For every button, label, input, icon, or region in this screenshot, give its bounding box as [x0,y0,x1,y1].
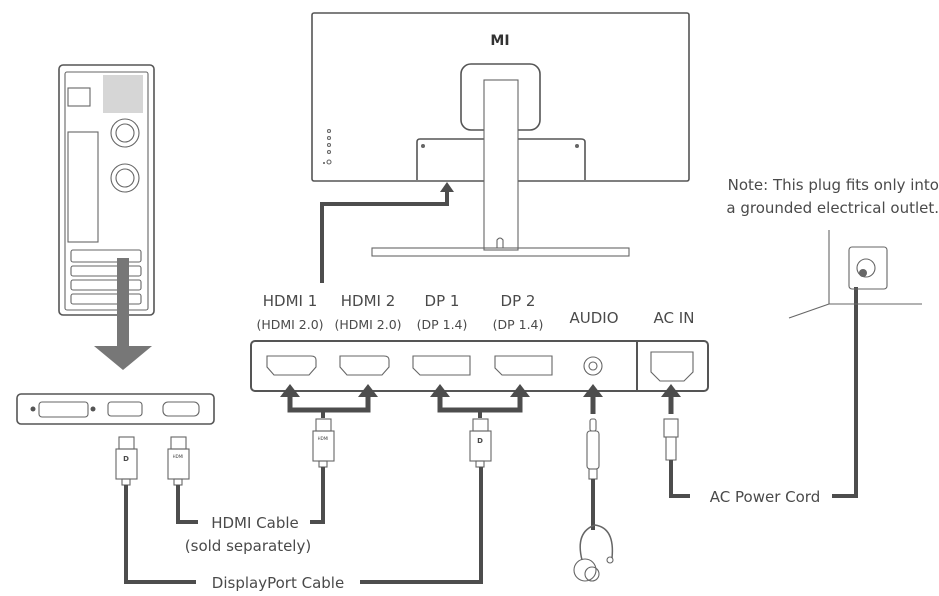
port-labels: HDMI 1 (HDMI 2.0) HDMI 2 (HDMI 2.0) DP 1… [256,292,694,332]
headphones-icon [573,524,614,582]
monitor-port-panel [250,340,709,392]
monitor-buttons [323,128,332,165]
hdmi2-port-icon [339,355,390,376]
svg-text:AC IN: AC IN [654,309,695,327]
ac-plug [663,418,679,461]
monitor-logo: MI [490,33,509,49]
ac-cable [669,460,690,498]
dp-plug-left: D [115,436,138,486]
ac-inlet-icon [650,351,694,382]
audio-plug [586,418,600,480]
hdmi-plug-left: HDMI [167,436,190,486]
pc-tower-rear [58,64,155,370]
svg-text:D: D [477,437,483,445]
dvi-port-icon [38,401,89,418]
audio-arrow [583,384,603,414]
hdmi-cable [310,467,325,524]
down-arrow-shaft [117,258,129,346]
hdmi-cable-label: HDMI Cable [211,514,299,532]
power-socket-icon [67,87,91,107]
down-arrow-icon [94,346,152,370]
monitor-rear: MI [311,12,690,283]
stand-base [371,247,630,257]
dp-cable [360,467,483,584]
dp-cable-left [124,485,196,584]
svg-text:HDMI 1: HDMI 1 [263,292,318,310]
ac-cable-to-outlet [832,287,858,498]
hdmi-cable-left [176,485,198,524]
note-line-2: a grounded electrical outlet. [726,199,939,217]
svg-text:DP 2: DP 2 [501,292,536,310]
note-line-1: Note: This plug fits only into [728,176,939,194]
dp2-port-icon [494,355,553,376]
displayport-cable-label: DisplayPort Cable [212,574,344,592]
svg-text:(DP 1.4): (DP 1.4) [493,317,544,332]
svg-text:(HDMI 2.0): (HDMI 2.0) [256,317,323,332]
hdmi1-port-icon [266,355,317,376]
svg-text:HDMI: HDMI [318,436,329,441]
gpu-port-panel [16,393,215,425]
svg-text:(HDMI 2.0): (HDMI 2.0) [334,317,401,332]
hdmi-plug: HDMI [312,418,335,468]
audio-jack-icon [583,356,603,376]
hdmi-arrows [280,384,378,418]
ac-power-cord-label: AC Power Cord [710,488,820,506]
svg-text:(DP 1.4): (DP 1.4) [417,317,468,332]
svg-text:HDMI: HDMI [173,454,184,459]
stand-neck [483,79,519,251]
ac-arrow [661,384,681,414]
svg-text:D: D [123,455,129,463]
svg-text:HDMI 2: HDMI 2 [341,292,396,310]
dp-arrows [430,384,530,418]
hdmi-cable-note: (sold separately) [185,537,311,555]
svg-text:DP 1: DP 1 [425,292,460,310]
dp-plug: D [469,418,492,468]
arrow-to-monitor [320,190,449,283]
dp-port-icon [107,401,143,417]
dp1-port-icon [412,355,471,376]
hdmi-port-icon [162,401,200,417]
svg-text:AUDIO: AUDIO [569,309,618,327]
wall-outlet [788,230,922,319]
vent-grille [103,75,143,113]
